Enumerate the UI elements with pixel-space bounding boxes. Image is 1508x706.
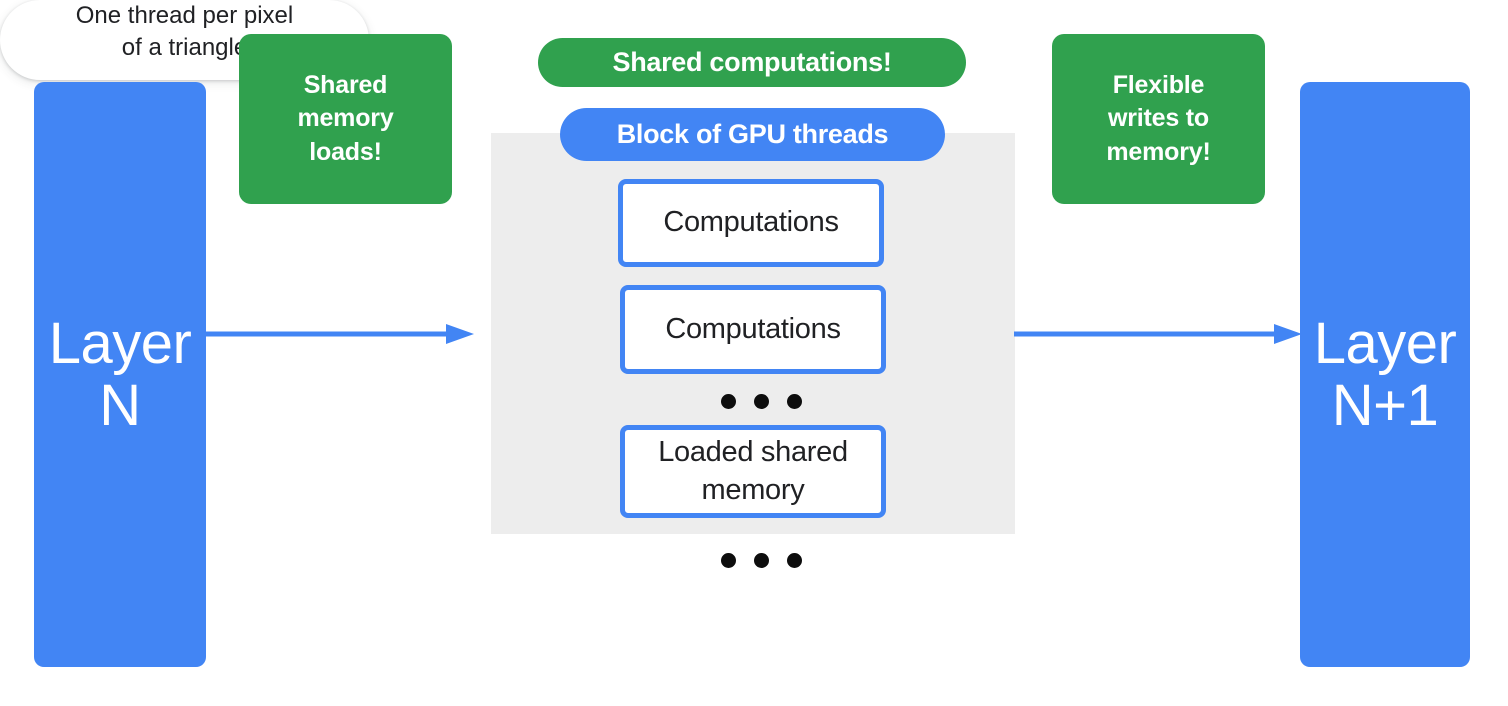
thread-box-computations-1: Computations [618,179,884,267]
thread-box-computations-2: Computations [620,285,886,374]
callout-flexible-writes-to-memory: Flexible writes to memory! [1052,34,1265,204]
dot-icon [787,553,802,568]
ellipsis-dots-inner [721,394,802,409]
pill-one-thread-per-pixel: One thread per pixel of a triangle [0,0,369,80]
dot-icon [721,394,736,409]
pill-block-of-gpu-threads: Block of GPU threads [560,108,945,161]
dot-icon [787,394,802,409]
pill-shared-computations: Shared computations! [538,38,966,87]
dot-icon [721,553,736,568]
dot-icon [754,394,769,409]
layer-n-block: Layer N [34,82,206,667]
callout-shared-memory-loads: Shared memory loads! [239,34,452,204]
arrow-block-to-output [1014,322,1302,346]
arrow-input-to-block [206,322,474,346]
thread-box-loaded-shared-memory: Loaded shared memory [620,425,886,518]
dot-icon [754,553,769,568]
ellipsis-dots-outer [721,553,802,568]
layer-n-plus-1-block: Layer N+1 [1300,82,1470,667]
